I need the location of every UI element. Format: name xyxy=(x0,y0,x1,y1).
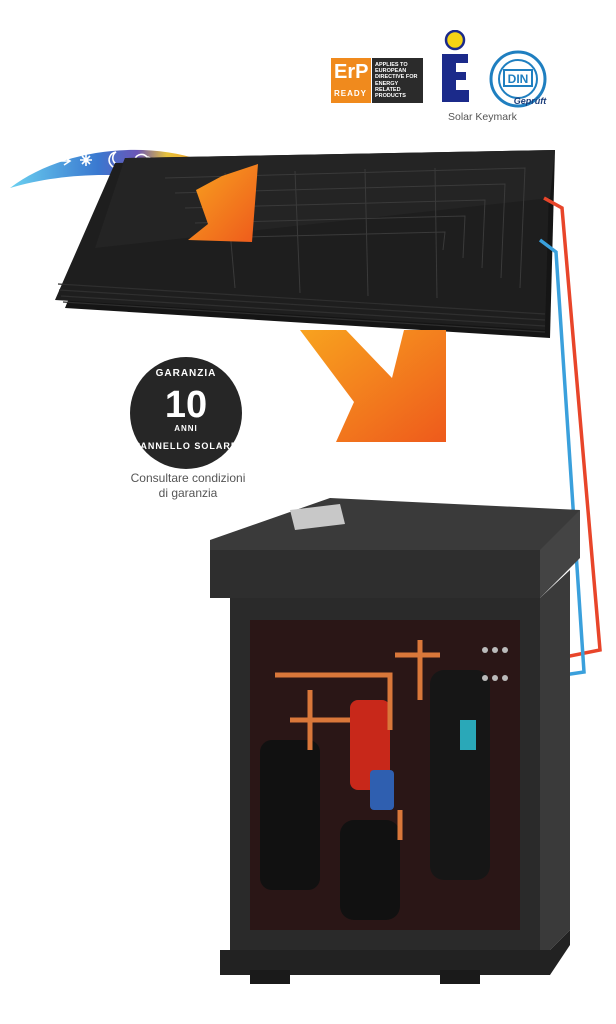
warranty-badge: GARANZIA 10 ANNI PANNELLO SOLARE xyxy=(130,357,242,469)
warranty-bottom-text: PANNELLO SOLARE xyxy=(134,441,238,451)
warranty-years: 10 xyxy=(164,384,208,426)
compressor-center xyxy=(340,820,400,920)
heat-pump-unit xyxy=(210,498,580,984)
warranty-top-text: GARANZIA xyxy=(155,368,217,379)
warranty-note-line1: Consultare condizioni xyxy=(130,471,246,485)
info-label-logo xyxy=(442,30,469,102)
wind-icon xyxy=(58,156,72,166)
keymark-label: Solar Keymark xyxy=(448,111,517,123)
compressor-left xyxy=(260,740,320,890)
storage-tank xyxy=(430,670,490,880)
warranty-note: Consultare condizioni di garanzia xyxy=(110,471,266,501)
erp-ready-label: READY xyxy=(334,89,368,98)
warranty-years-unit: ANNI xyxy=(174,424,198,433)
solar-panel xyxy=(55,150,555,338)
erp-label: ErP xyxy=(334,61,369,83)
teal-connector xyxy=(460,720,476,750)
red-tank xyxy=(350,700,390,790)
din-geprueft-logo: DIN Geprüft xyxy=(489,50,548,108)
warranty-note-line2: di garanzia xyxy=(158,486,218,500)
blue-component xyxy=(370,770,394,810)
din-text: DIN xyxy=(508,72,529,86)
din-sub-text: Geprüft xyxy=(514,96,548,106)
erp-directive-note: APPLIES TO EUROPEAN DIRECTIVE FOR ENERGY… xyxy=(372,58,423,103)
snowflake-icon xyxy=(80,154,92,166)
erp-ready-logo: ErP READY APPLIES TO EUROPEAN DIRECTIVE … xyxy=(331,58,423,103)
